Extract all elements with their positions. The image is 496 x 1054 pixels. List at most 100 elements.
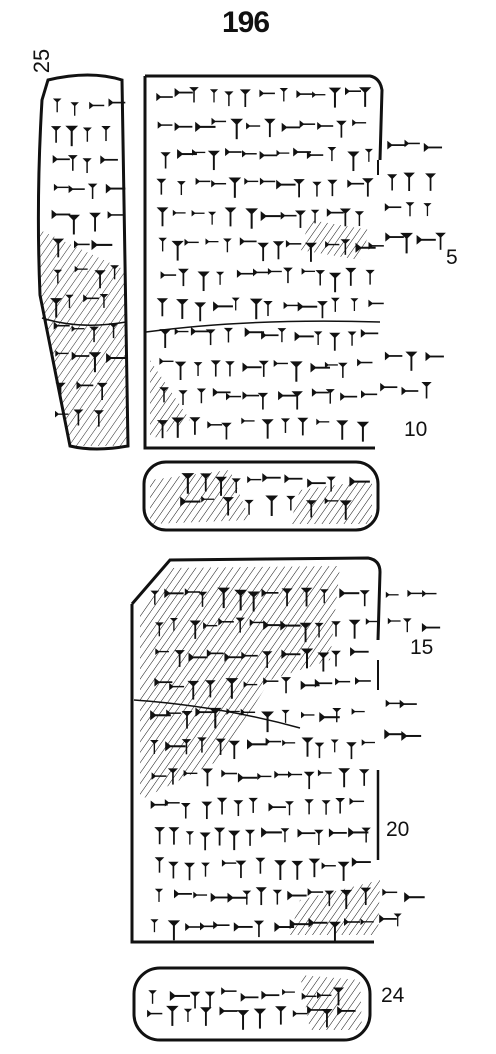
cuneiform-wedge	[399, 231, 415, 255]
cuneiform-wedge	[292, 1009, 308, 1018]
cuneiform-wedge	[379, 382, 399, 393]
cuneiform-wedge	[227, 739, 241, 760]
line-number-15: 15	[410, 636, 434, 659]
cuneiform-wedge	[245, 738, 269, 751]
cuneiform-wedge	[64, 124, 80, 148]
cuneiform-wedge	[88, 100, 105, 110]
cuneiform-wedge	[177, 389, 189, 406]
cuneiform-wedge	[220, 768, 238, 779]
cuneiform-wedge	[296, 827, 317, 839]
cuneiform-wedge	[100, 125, 112, 142]
cuneiform-wedge	[267, 801, 287, 813]
cuneiform-wedge	[190, 209, 206, 218]
cuneiform-wedge	[345, 741, 358, 760]
cuneiform-wedge	[320, 861, 337, 871]
cuneiform-wedge	[400, 730, 423, 742]
cuneiform-wedge	[282, 266, 294, 284]
cuneiform-wedge	[286, 889, 308, 902]
cuneiform-wedge	[287, 770, 303, 779]
cuneiform-wedge	[275, 178, 297, 191]
cuneiform-wedge	[204, 237, 220, 246]
cuneiform-wedge	[248, 297, 264, 321]
cuneiform-wedge	[220, 986, 238, 996]
cuneiform-wedge	[313, 330, 324, 346]
cuneiform-wedge	[328, 331, 342, 352]
cuneiform-wedge	[393, 912, 403, 927]
cuneiform-wedge	[275, 149, 290, 157]
cuneiform-wedge	[258, 88, 276, 99]
cuneiform-wedge	[285, 495, 297, 512]
cuneiform-wedge	[385, 590, 400, 599]
cuneiform-wedge	[306, 477, 327, 489]
cuneiform-wedge	[209, 891, 231, 904]
cuneiform-wedge	[246, 475, 262, 484]
cuneiform-wedge	[231, 296, 241, 312]
cuneiform-wedge	[280, 121, 302, 133]
cuneiform-wedge	[87, 182, 99, 200]
cuneiform-wedge	[196, 387, 207, 404]
cuneiform-wedge	[172, 209, 187, 217]
cuneiform-wedge	[238, 88, 252, 108]
line-number-24: 24	[381, 984, 405, 1007]
cuneiform-wedge	[330, 297, 341, 313]
cuneiform-wedge	[402, 171, 416, 192]
cuneiform-wedge	[215, 271, 225, 286]
cuneiform-wedge	[232, 799, 245, 817]
cuneiform-wedge	[314, 269, 326, 287]
cuneiform-wedge	[280, 676, 292, 695]
cuneiform-wedge	[188, 416, 202, 436]
cuneiform-wedge	[192, 890, 208, 900]
cuneiform-wedge	[153, 826, 166, 846]
cuneiform-wedge	[326, 146, 338, 162]
cuneiform-wedge	[434, 231, 447, 251]
cuneiform-wedge	[146, 1009, 164, 1019]
cuneiform-wedge	[359, 328, 380, 339]
cuneiform-wedge	[367, 298, 385, 309]
cuneiform-wedge	[221, 858, 238, 868]
cuneiform-wedge	[338, 207, 352, 228]
cuneiform-wedge	[300, 736, 315, 758]
cuneiform-wedge	[232, 921, 254, 933]
cuneiform-wedge	[245, 121, 261, 131]
cuneiform-wedge	[155, 178, 168, 196]
cuneiform-wedge	[338, 587, 361, 600]
cuneiform-wedge	[279, 210, 298, 221]
cuneiform-wedge	[225, 392, 242, 402]
cuneiform-wedge	[402, 617, 413, 633]
line-number-25: 25	[29, 48, 55, 74]
cuneiform-wedge	[298, 119, 316, 129]
cuneiform-wedge	[226, 891, 249, 904]
cuneiform-wedge	[223, 327, 234, 344]
cuneiform-wedge	[241, 149, 258, 159]
cuneiform-wedge	[52, 97, 63, 113]
cuneiform-wedge	[168, 989, 191, 1002]
cuneiform-wedge	[238, 236, 258, 247]
cuneiform-wedge	[278, 87, 289, 103]
cuneiform-wedge	[243, 177, 259, 186]
cuneiform-wedge	[224, 360, 236, 378]
cuneiform-wedge	[292, 178, 306, 199]
cuneiform-wedge	[311, 90, 327, 99]
cuneiform-wedge	[252, 267, 270, 278]
cuneiform-wedge	[81, 157, 93, 174]
cuneiform-wedge	[360, 826, 372, 844]
cuneiform-wedge	[241, 390, 260, 401]
cuneiform-wedge	[296, 300, 319, 313]
cuneiform-wedge	[350, 707, 366, 716]
cuneiform-wedge	[337, 361, 349, 379]
cuneiform-wedge	[344, 267, 358, 287]
cuneiform-wedge	[200, 861, 211, 878]
cuneiform-wedge	[356, 357, 374, 368]
cuneiform-wedge	[317, 768, 333, 778]
cuneiform-wedge	[234, 859, 248, 879]
cuneiform-wedge	[296, 416, 310, 437]
obverse-view	[143, 74, 385, 450]
cuneiform-wedge	[173, 888, 193, 900]
cuneiform-wedge	[50, 125, 63, 144]
cuneiform-wedge	[320, 799, 332, 816]
cuneiform-wedge	[183, 1008, 193, 1023]
cuneiform-wedge	[330, 650, 342, 668]
cuneiform-wedge	[326, 178, 339, 197]
cuneiform-wedge	[386, 173, 399, 192]
cuneiform-wedge	[316, 121, 335, 131]
